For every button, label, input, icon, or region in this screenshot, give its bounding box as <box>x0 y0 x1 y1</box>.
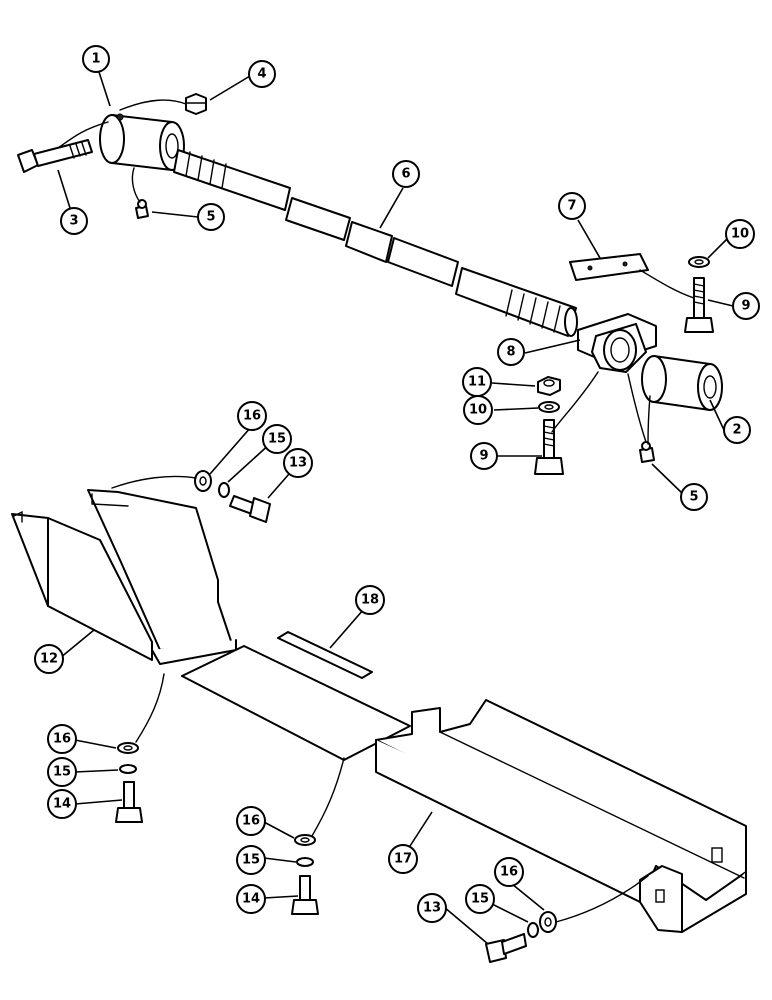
callout-4: 4 <box>248 60 276 88</box>
callout-16-c-label: 16 <box>242 814 260 829</box>
bolt-13-lower <box>485 933 527 963</box>
bolt-3 <box>17 139 93 173</box>
washer-16-upper <box>194 470 212 492</box>
callout-16-b-label: 16 <box>53 732 71 747</box>
callout-9-lower-label: 9 <box>479 449 488 464</box>
callout-11: 11 <box>462 367 492 397</box>
callout-17-label: 17 <box>394 852 412 867</box>
lockwasher-15-lower <box>527 922 539 938</box>
callout-16-d: 16 <box>494 857 524 887</box>
callout-8: 8 <box>497 338 525 366</box>
washer-16-center <box>294 834 316 846</box>
shaft-6 <box>173 149 578 337</box>
callout-9-upper: 9 <box>732 292 760 320</box>
callout-15-c-label: 15 <box>242 853 260 868</box>
lockwasher-15-center <box>296 857 314 867</box>
callout-leaders <box>57 71 734 945</box>
callout-10-lower: 10 <box>463 395 493 425</box>
callout-7-label: 7 <box>567 199 576 214</box>
callout-14-b-label: 14 <box>242 892 260 907</box>
nut-4 <box>185 93 207 115</box>
bolt-9-upper <box>684 277 714 333</box>
callout-3: 3 <box>60 207 88 235</box>
guard-12 <box>11 489 237 665</box>
grease-fitting-5-lower <box>639 441 655 463</box>
callout-12-label: 12 <box>40 652 58 667</box>
callout-8-label: 8 <box>506 345 515 360</box>
callout-15-d-label: 15 <box>471 892 489 907</box>
callout-14-a-label: 14 <box>53 797 71 812</box>
callout-3-label: 3 <box>69 214 78 229</box>
callout-13-a: 13 <box>283 448 313 478</box>
bolt-9-lower <box>534 419 564 475</box>
callout-14-b: 14 <box>236 884 266 914</box>
washer-16-mid-left <box>117 742 139 754</box>
bearing-8 <box>577 313 657 373</box>
plate-7 <box>569 253 649 281</box>
callout-12: 12 <box>34 644 64 674</box>
callout-13-b-label: 13 <box>423 901 441 916</box>
washer-16-lower <box>539 911 557 933</box>
callout-5-lower: 5 <box>680 483 708 511</box>
callout-5-lower-label: 5 <box>689 490 698 505</box>
assembly-lines <box>57 99 695 923</box>
callout-15-a: 15 <box>262 424 292 454</box>
strip-18 <box>277 631 373 679</box>
callout-10-upper: 10 <box>725 219 755 249</box>
bolt-14-center <box>291 875 319 915</box>
grease-fitting-5-upper <box>135 199 149 219</box>
callout-16-c: 16 <box>236 806 266 836</box>
callout-15-d: 15 <box>465 884 495 914</box>
callout-16-b: 16 <box>47 724 77 754</box>
bolt-14-left <box>115 781 143 823</box>
coupling-1 <box>99 113 185 171</box>
guard-plate <box>181 645 411 761</box>
callout-2: 2 <box>723 416 751 444</box>
callout-13-a-label: 13 <box>289 456 307 471</box>
guard-17 <box>375 699 747 933</box>
callout-13-b: 13 <box>417 893 447 923</box>
callout-15-c: 15 <box>236 845 266 875</box>
callout-6: 6 <box>392 160 420 188</box>
callout-17: 17 <box>388 844 418 874</box>
coupling-2 <box>641 355 723 411</box>
callout-4-label: 4 <box>257 67 266 82</box>
callout-10-upper-label: 10 <box>731 227 749 242</box>
bolt-13-upper <box>229 495 271 523</box>
washer-10-upper <box>688 256 710 268</box>
callout-9-upper-label: 9 <box>741 299 750 314</box>
callout-2-label: 2 <box>732 423 741 438</box>
callout-14-a: 14 <box>47 789 77 819</box>
nut-11 <box>537 376 561 396</box>
callout-16-a-label: 16 <box>243 409 261 424</box>
callout-18: 18 <box>355 585 385 615</box>
callout-10-lower-label: 10 <box>469 403 487 418</box>
lockwasher-15-mid-left <box>119 764 137 774</box>
callout-16-d-label: 16 <box>500 865 518 880</box>
callout-15-b: 15 <box>47 757 77 787</box>
callout-1: 1 <box>82 45 110 73</box>
callout-1-label: 1 <box>91 52 100 67</box>
lockwasher-15-upper <box>218 482 230 498</box>
callout-11-label: 11 <box>468 375 486 390</box>
callout-7: 7 <box>558 192 586 220</box>
callout-6-label: 6 <box>401 167 410 182</box>
callout-9-lower: 9 <box>470 442 498 470</box>
callout-15-a-label: 15 <box>268 432 286 447</box>
callout-16-a: 16 <box>237 401 267 431</box>
callout-15-b-label: 15 <box>53 765 71 780</box>
callout-5-upper-label: 5 <box>206 210 215 225</box>
callout-18-label: 18 <box>361 593 379 608</box>
washer-10-lower <box>538 401 560 413</box>
callout-5-upper: 5 <box>197 203 225 231</box>
